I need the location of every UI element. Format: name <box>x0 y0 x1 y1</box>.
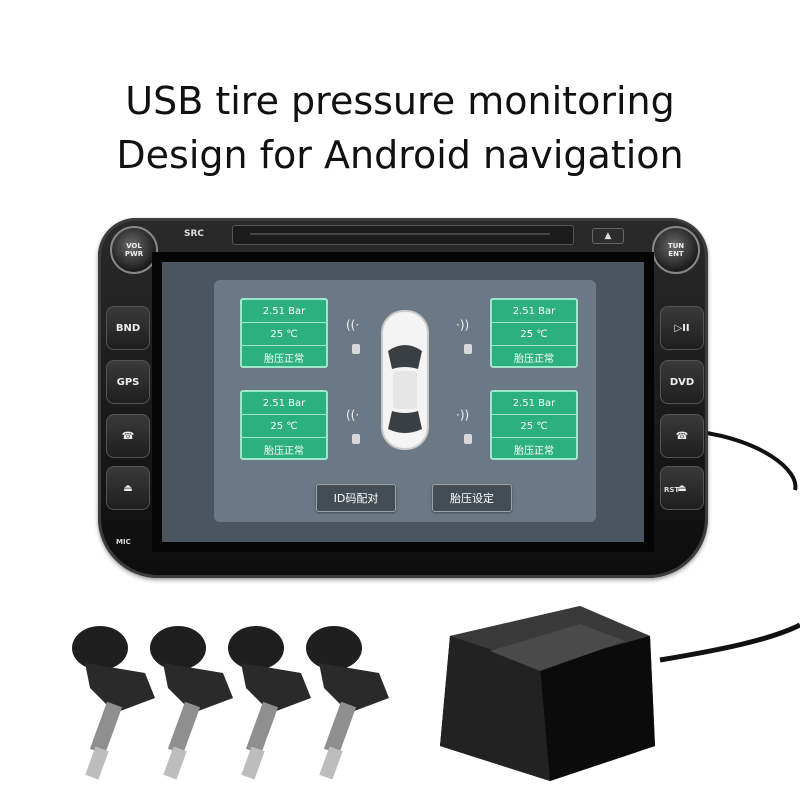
disc-slot-line <box>250 233 550 235</box>
tire-sensor-3-icon <box>228 626 311 780</box>
disc-slot <box>232 225 574 245</box>
gps-button[interactable]: GPS <box>106 360 150 404</box>
tire-temperature: 25 ℃ <box>242 323 326 346</box>
tire-status: 胎压正常 <box>264 353 304 365</box>
tire-pressure: 2.51 Bar <box>492 300 576 323</box>
signal-icon: ·)) <box>456 318 470 332</box>
sensor-lock-icon <box>464 344 472 354</box>
mic-label: MIC <box>116 538 131 546</box>
bnd-button[interactable]: BND <box>106 306 150 350</box>
tire-temperature: 25 ℃ <box>492 415 576 438</box>
tire-card-rear-left: 2.51 Bar 25 ℃ 胎压正常 <box>240 390 328 460</box>
tire-temperature: 25 ℃ <box>492 323 576 346</box>
volume-power-knob[interactable]: VOL PWR <box>110 226 158 274</box>
car-top-view-icon <box>381 310 429 450</box>
eject-button[interactable]: ▲ <box>592 228 624 244</box>
tire-status: 胎压正常 <box>264 445 304 457</box>
signal-icon: ((· <box>346 408 360 422</box>
tune-enter-knob[interactable]: TUN ENT <box>652 226 700 274</box>
tire-settings-button[interactable]: 胎压设定 <box>432 484 512 512</box>
tire-pressure: 2.51 Bar <box>242 300 326 323</box>
tire-pressure: 2.51 Bar <box>242 392 326 415</box>
play-pause-button[interactable]: ▷II <box>660 306 704 350</box>
sensor-lock-icon <box>352 434 360 444</box>
src-label[interactable]: SRC <box>184 229 205 239</box>
tire-sensor-4-icon <box>306 626 389 780</box>
sensor-lock-icon <box>352 344 360 354</box>
tire-status: 胎压正常 <box>514 353 554 365</box>
tire-card-front-right: 2.51 Bar 25 ℃ 胎压正常 <box>490 298 578 368</box>
tire-sensor-2-icon <box>150 626 233 780</box>
tire-card-front-left: 2.51 Bar 25 ℃ 胎压正常 <box>240 298 328 368</box>
tire-sensor-1-icon <box>72 626 155 780</box>
rst-label: RST <box>664 486 680 494</box>
tire-status: 胎压正常 <box>514 445 554 457</box>
usb-receiver-icon <box>440 606 655 781</box>
call-button[interactable]: ☎ <box>106 414 150 458</box>
id-pair-button[interactable]: ID码配对 <box>316 484 396 512</box>
sd-eject-button-left[interactable]: ⏏ <box>106 466 150 510</box>
signal-icon: ·)) <box>456 408 470 422</box>
dvd-button[interactable]: DVD <box>660 360 704 404</box>
sensor-lock-icon <box>464 434 472 444</box>
hangup-button[interactable]: ☎ <box>660 414 704 458</box>
tire-pressure: 2.51 Bar <box>492 392 576 415</box>
signal-icon: ((· <box>346 318 360 332</box>
tire-temperature: 25 ℃ <box>242 415 326 438</box>
sd-eject-button-right[interactable]: ⏏ <box>660 466 704 510</box>
headline-line-2: Design for Android navigation <box>116 133 684 177</box>
headline-line-1: USB tire pressure monitoring <box>125 79 675 123</box>
tire-card-rear-right: 2.51 Bar 25 ℃ 胎压正常 <box>490 390 578 460</box>
